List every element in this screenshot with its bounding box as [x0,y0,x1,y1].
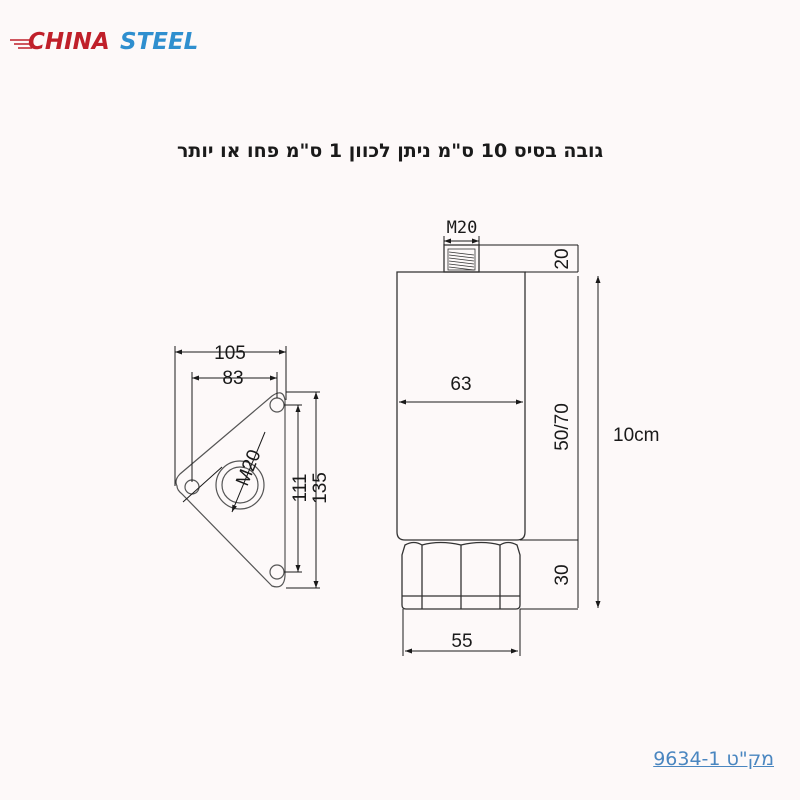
dim-hole-spacing-height: 111 [290,474,311,503]
mount-hole-top [269,397,285,413]
dim-hole-spacing-width: 83 [222,368,243,389]
base-plate-outline [175,392,286,588]
hex-nut [401,541,521,610]
mount-hole-bottom [269,564,285,580]
base-plate-view [175,392,286,588]
dim-plate-height: 135 [310,472,331,504]
dim-plate-thread: M20 [232,447,265,489]
brand-name-steel: STEEL [120,29,198,55]
dim-plate-width: 105 [214,343,246,364]
brand-logo: CHINA STEEL [10,29,198,55]
thread-pattern [448,251,475,271]
dim-nut-width: 55 [451,631,472,652]
side-view-dimensions [399,236,601,656]
base-plate-dimensions [174,346,320,589]
dim-nut-height: 30 [552,564,573,585]
page-title: גובה בסיס 10 ס"מ ניתן לכוון 1 ס"מ פחו או… [0,140,780,162]
dim-total-height: 10cm [613,425,659,446]
mount-hole-left [184,479,200,495]
page-title-text: גובה בסיס 10 ס"מ ניתן לכוון 1 ס"מ פחו או… [176,140,604,162]
leveler-body [396,271,526,541]
sku-link[interactable]: מק"ט 9634-1 [653,748,774,770]
dim-stud-thread: M20 [447,218,478,238]
dim-stud-length: 20 [552,248,573,269]
dim-body-diameter: 63 [450,374,471,395]
center-boss-outer [215,460,265,510]
leveler-side-view [396,244,526,610]
center-boss-inner [221,466,259,504]
dim-body-height: 50/70 [552,403,573,451]
brand-name-china: CHINA [28,29,110,55]
speed-lines-icon [10,39,32,49]
